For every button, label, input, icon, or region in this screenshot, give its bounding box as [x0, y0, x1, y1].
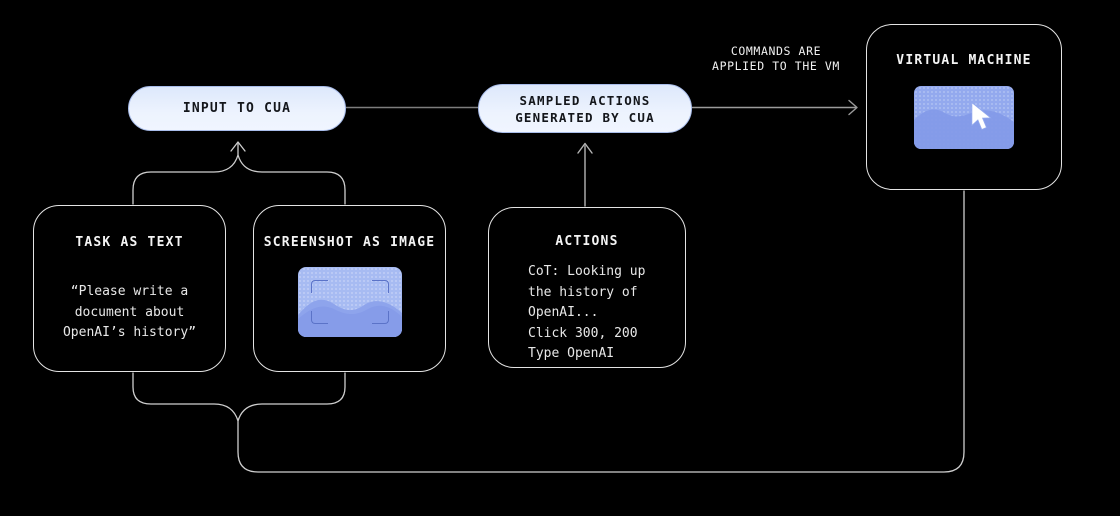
node-sampled-actions-label: SAMPLED ACTIONS GENERATED BY CUA	[515, 92, 655, 125]
actions-body-text: CoT: Looking up the history of OpenAI...…	[528, 264, 646, 361]
viewfinder-bracket-icon	[371, 280, 389, 293]
node-sampled-actions: SAMPLED ACTIONS GENERATED BY CUA	[478, 84, 692, 133]
screenshot-title: SCREENSHOT AS IMAGE	[263, 235, 436, 250]
node-input-to-cua: INPUT TO CUA	[128, 86, 346, 131]
wave-graphic	[914, 109, 1014, 149]
arrowhead-up-icon	[230, 141, 246, 152]
virtual-machine-title: VIRTUAL MACHINE	[896, 53, 1032, 68]
task-title: TASK AS TEXT	[75, 235, 184, 250]
node-task-as-text: TASK AS TEXT “Please write a document ab…	[33, 205, 226, 372]
node-virtual-machine: VIRTUAL MACHINE	[866, 24, 1062, 190]
viewfinder-bracket-icon	[310, 280, 328, 293]
task-body-text: “Please write a document about OpenAI’s …	[62, 284, 197, 340]
screen-with-cursor-icon	[914, 86, 1014, 149]
feedback-loop-wire	[132, 190, 965, 473]
node-input-to-cua-label: INPUT TO CUA	[182, 101, 292, 116]
viewfinder-bracket-icon	[371, 311, 389, 324]
arrowhead-up-icon	[577, 142, 593, 154]
actions-title: ACTIONS	[555, 234, 619, 249]
viewfinder-bracket-icon	[310, 311, 328, 324]
screenshot-image-icon	[297, 267, 402, 337]
commands-arrow-label: COMMANDS ARE APPLIED TO THE VM	[712, 44, 840, 73]
wave-graphic	[297, 299, 402, 337]
node-screenshot-as-image: SCREENSHOT AS IMAGE	[253, 205, 446, 372]
brace-inputs-merge	[132, 143, 346, 205]
mouse-cursor-icon	[971, 101, 992, 130]
node-actions: ACTIONS CoT: Looking up the history of O…	[488, 207, 686, 368]
arrowhead-right-icon	[848, 99, 858, 116]
